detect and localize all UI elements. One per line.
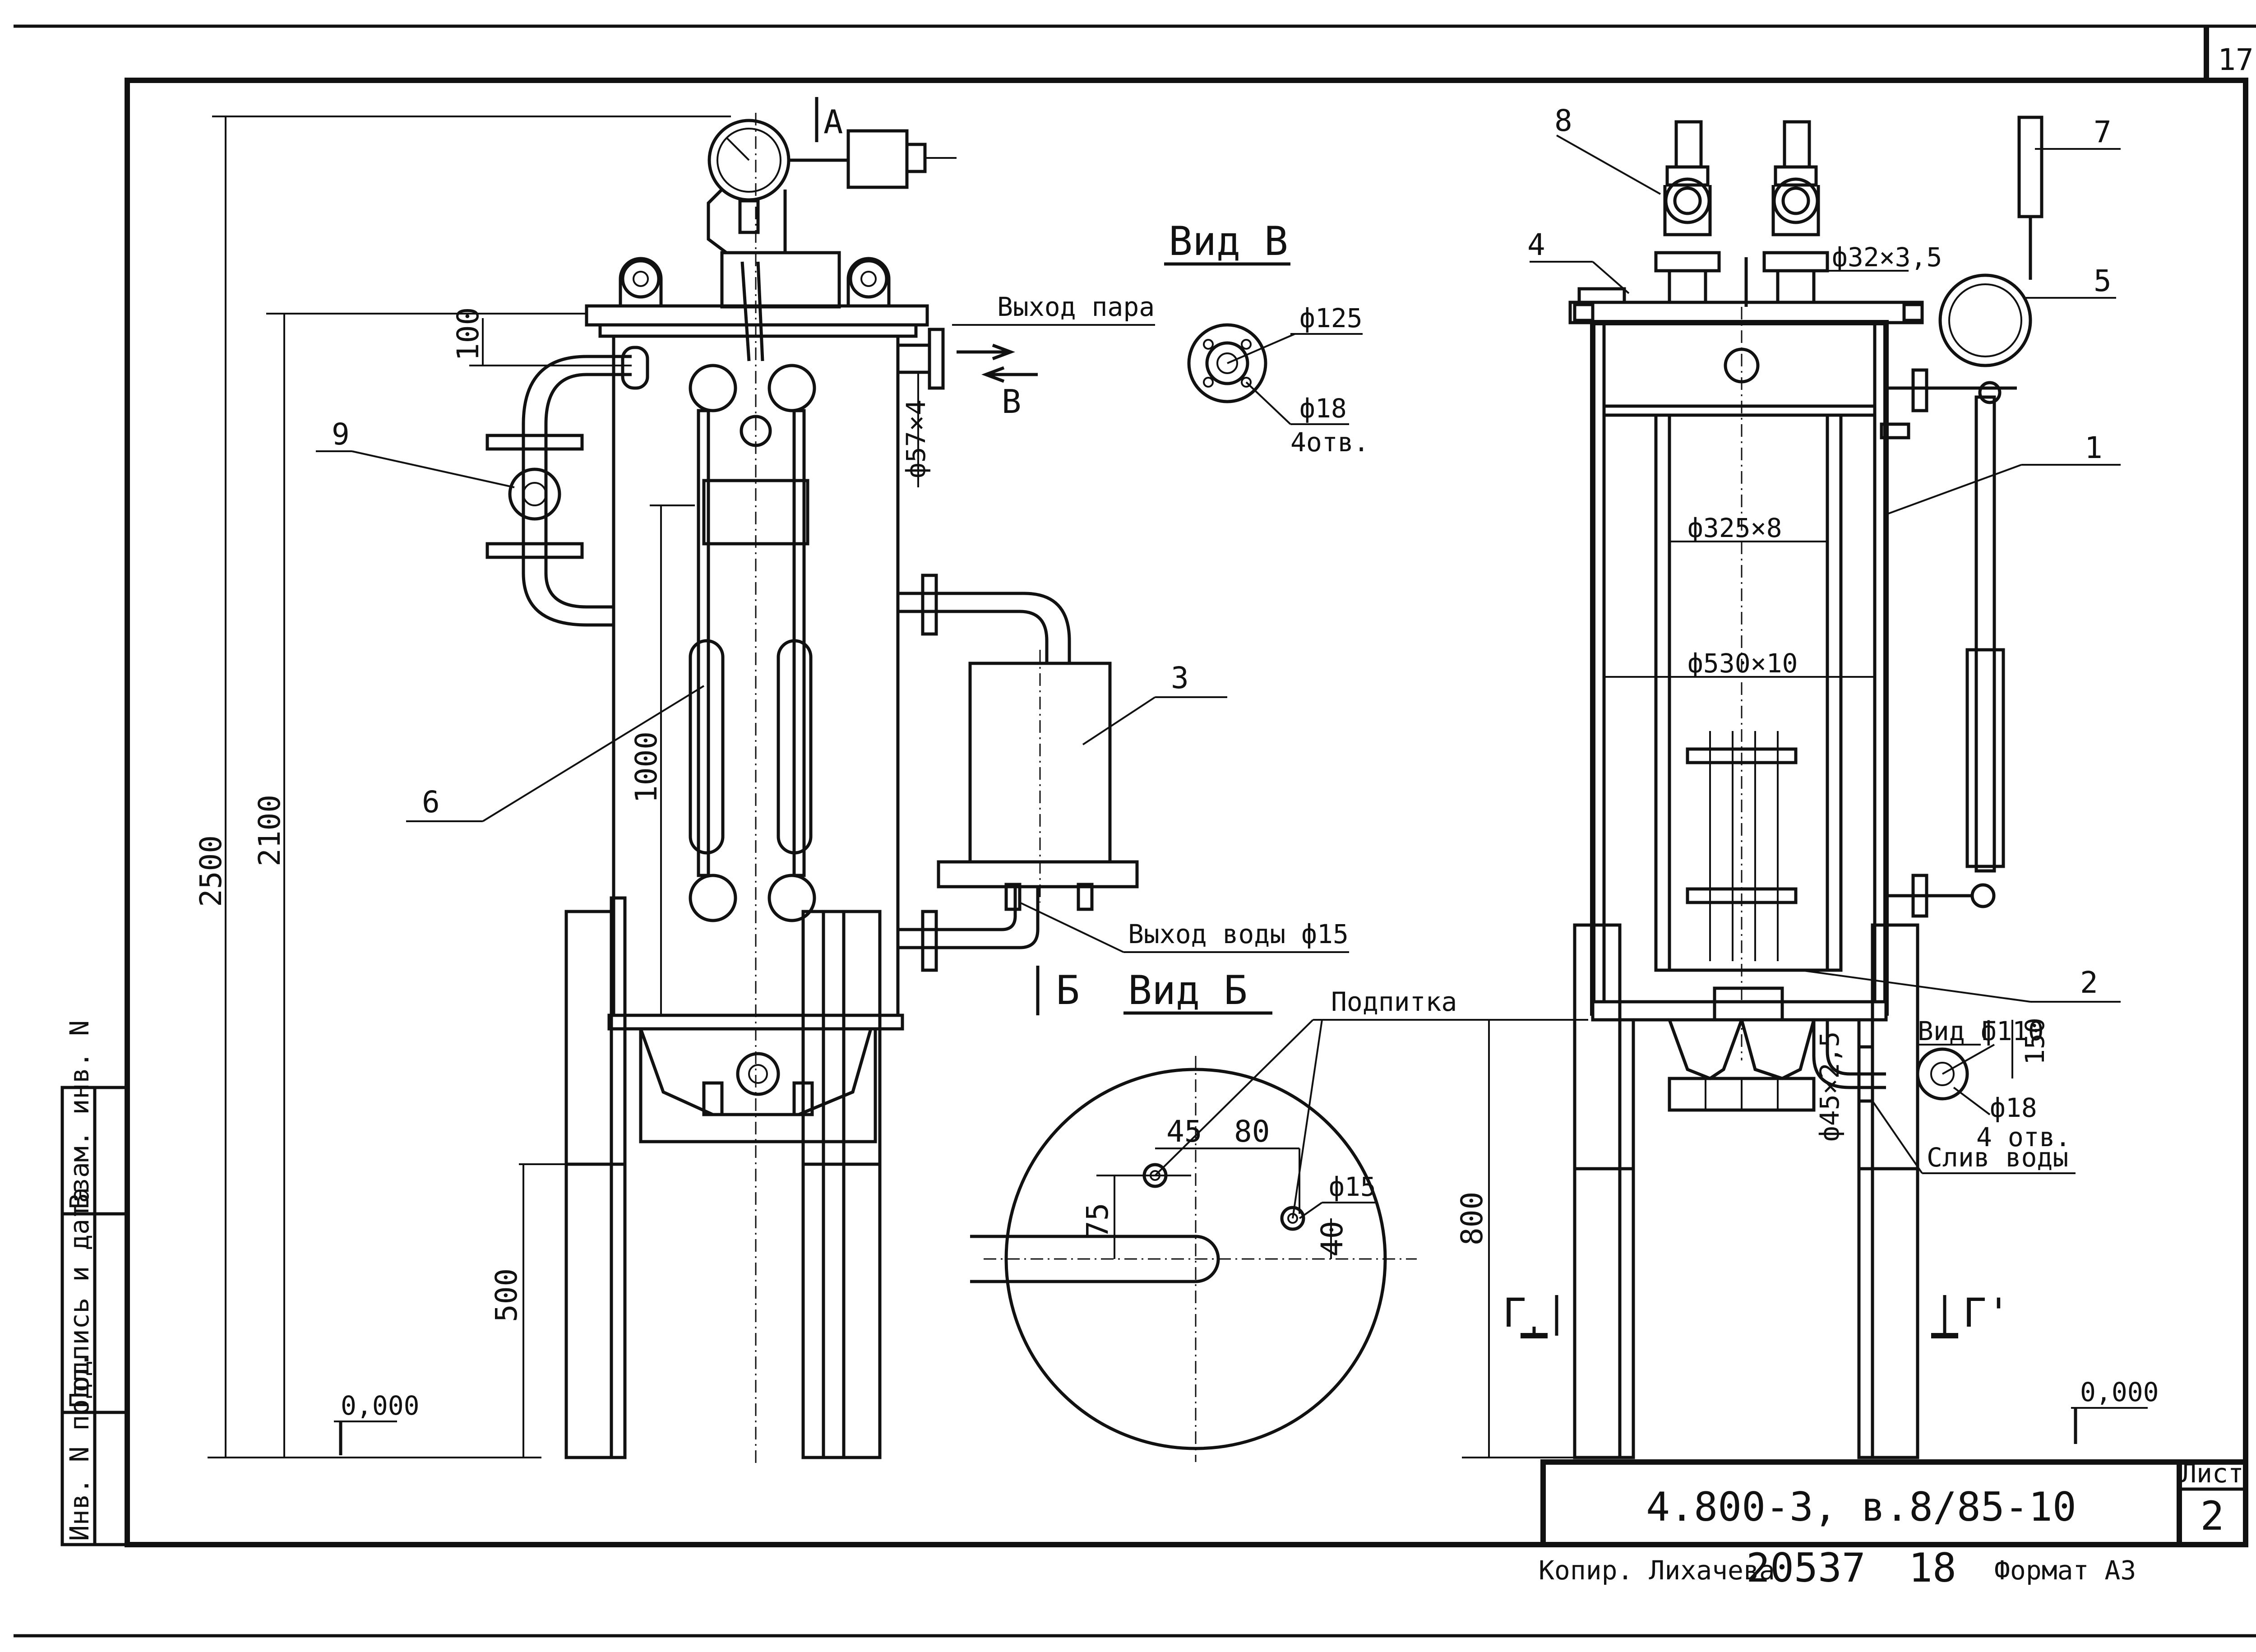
svg-text:Г: Г xyxy=(1502,1290,1526,1336)
svg-text:800: 800 xyxy=(1455,1192,1489,1245)
dim-1000: 1000 xyxy=(629,504,695,1015)
svg-text:40: 40 xyxy=(1315,1221,1350,1257)
position-6: 6 xyxy=(422,785,440,819)
stamp-inv-podl: Инв. N подл. xyxy=(64,1352,95,1541)
view-g: Вид Г ф110 150 ф18 4 отв. xyxy=(1916,1016,2071,1152)
svg-text:2500: 2500 xyxy=(194,835,228,907)
stamp-signature-date: Подпись и дата xyxy=(64,1187,95,1408)
section-view: ф32×3,5 ф325×8 ф530×10 xyxy=(1455,116,2159,1459)
svg-text:500: 500 xyxy=(489,1268,524,1322)
section-a-label: А xyxy=(823,103,843,141)
safety-valves xyxy=(1654,120,1829,307)
position-7: 7 xyxy=(2094,115,2112,149)
coil-and-level-gauge xyxy=(1880,116,2043,918)
dim-2500: 2500 xyxy=(194,116,731,1458)
title-block: Лист 2 4.800-3, в.8/85-10 xyxy=(1540,1458,2248,1547)
arrow-v-label: В xyxy=(1002,383,1021,421)
svg-text:0,000: 0,000 xyxy=(2080,1377,2159,1407)
order-number: 20537 xyxy=(1746,1545,1866,1591)
svg-text:ф45×2,5: ф45×2,5 xyxy=(1814,1032,1845,1142)
position-3: 3 xyxy=(1171,661,1189,695)
dim-800: 800 xyxy=(1455,1019,1588,1458)
svg-text:ф325×8: ф325×8 xyxy=(1687,513,1782,543)
sample-cooler xyxy=(898,574,1139,972)
front-view: 2500 2100 100 0,000 xyxy=(194,97,1349,1467)
svg-text:ф18: ф18 xyxy=(1299,393,1347,424)
svg-text:0,000: 0,000 xyxy=(341,1390,420,1421)
list-label: Лист xyxy=(2181,1458,2244,1489)
arrow-b-label: Б xyxy=(1056,967,1080,1013)
dim-2100: 2100 xyxy=(252,313,605,1458)
bypass-pipe xyxy=(485,346,649,627)
section-g-marks: Г Г' xyxy=(1502,1290,2011,1338)
svg-text:ф18: ф18 xyxy=(1990,1092,2037,1123)
sheet-frame: 17 xyxy=(14,24,2256,1638)
position-1: 1 xyxy=(2085,430,2103,465)
dim-pipe-57: ф57×4 xyxy=(901,372,931,487)
svg-text:Г': Г' xyxy=(1963,1290,2011,1336)
svg-text:Слив воды: Слив воды xyxy=(1927,1142,2068,1173)
svg-text:150: 150 xyxy=(2020,1018,2050,1065)
svg-text:45: 45 xyxy=(1166,1114,1202,1149)
dim-100: 100 xyxy=(451,307,632,366)
view-v: Вид В ф125 ф18 4отв. xyxy=(1164,218,1369,458)
svg-text:Вид Г: Вид Г xyxy=(1918,1016,1997,1046)
level-mark-right: 0,000 xyxy=(2071,1377,2159,1444)
format-label: Формат А3 xyxy=(1994,1555,2136,1586)
dim-pipe-325: ф325×8 xyxy=(1669,513,1827,543)
svg-text:ф530×10: ф530×10 xyxy=(1687,648,1798,679)
position-4: 4 xyxy=(1527,227,1545,262)
svg-text:ф57×4: ф57×4 xyxy=(901,399,931,478)
page-number: 17 xyxy=(2218,42,2253,77)
position-9: 9 xyxy=(332,417,350,452)
svg-text:Выход пара: Выход пара xyxy=(997,292,1155,322)
copier-label: Копир. Лихачева xyxy=(1539,1555,1775,1586)
position-5: 5 xyxy=(2094,264,2112,298)
svg-text:4отв.: 4отв. xyxy=(1290,427,1369,458)
water-outlet-callout: Выход воды ф15 xyxy=(1019,902,1349,953)
position-leaders-front: 9 6 3 xyxy=(316,417,1227,822)
list-number: 2 xyxy=(2201,1493,2224,1539)
view-b-title: Вид Б xyxy=(1128,967,1248,1013)
svg-text:ф15: ф15 xyxy=(1329,1171,1376,1202)
gauge-glass xyxy=(689,364,816,922)
side-stamp: Инв. N подл. Подпись и дата Взам. инв. N xyxy=(60,1020,129,1546)
designation: 4.800-3, в.8/85-10 xyxy=(1646,1484,2076,1530)
position-8: 8 xyxy=(1554,103,1572,138)
dim-pipe-530: ф530×10 xyxy=(1604,648,1875,679)
dim-500: 500 xyxy=(489,1163,587,1458)
view-b: Б Вид Б 45 80 75 40 ф15 Подпитка xyxy=(970,966,1462,1462)
pressure-gauge xyxy=(707,119,957,255)
page-code: 18 xyxy=(1909,1545,1956,1591)
dim-pipe-32: ф32×3,5 xyxy=(1818,242,1942,273)
position-2: 2 xyxy=(2080,965,2098,1000)
svg-text:2100: 2100 xyxy=(252,795,287,866)
svg-text:Подпитка: Подпитка xyxy=(1331,986,1457,1017)
svg-text:4 отв.: 4 отв. xyxy=(1976,1122,2071,1152)
svg-text:100: 100 xyxy=(451,307,485,361)
steam-outlet-callout: Выход пара В xyxy=(952,292,1155,421)
dim-pipe-45: ф45×2,5 xyxy=(1814,1032,1845,1142)
svg-text:ф32×3,5: ф32×3,5 xyxy=(1832,242,1942,273)
svg-text:80: 80 xyxy=(1234,1114,1270,1149)
view-v-title: Вид В xyxy=(1169,218,1288,264)
drain-pipe: ф45×2,5 Слив воды xyxy=(1812,1020,2076,1174)
level-mark-left: 0,000 xyxy=(334,1390,420,1455)
svg-text:Выход воды ф15: Выход воды ф15 xyxy=(1128,919,1349,949)
support-legs xyxy=(564,896,882,1459)
position-leaders-section: 8 7 4 5 1 2 xyxy=(1527,103,2121,1003)
svg-text:1000: 1000 xyxy=(629,731,664,803)
stamp-vzam-inv: Взам. инв. N xyxy=(64,1020,95,1209)
svg-text:ф125: ф125 xyxy=(1299,303,1363,333)
svg-text:75: 75 xyxy=(1080,1203,1115,1239)
